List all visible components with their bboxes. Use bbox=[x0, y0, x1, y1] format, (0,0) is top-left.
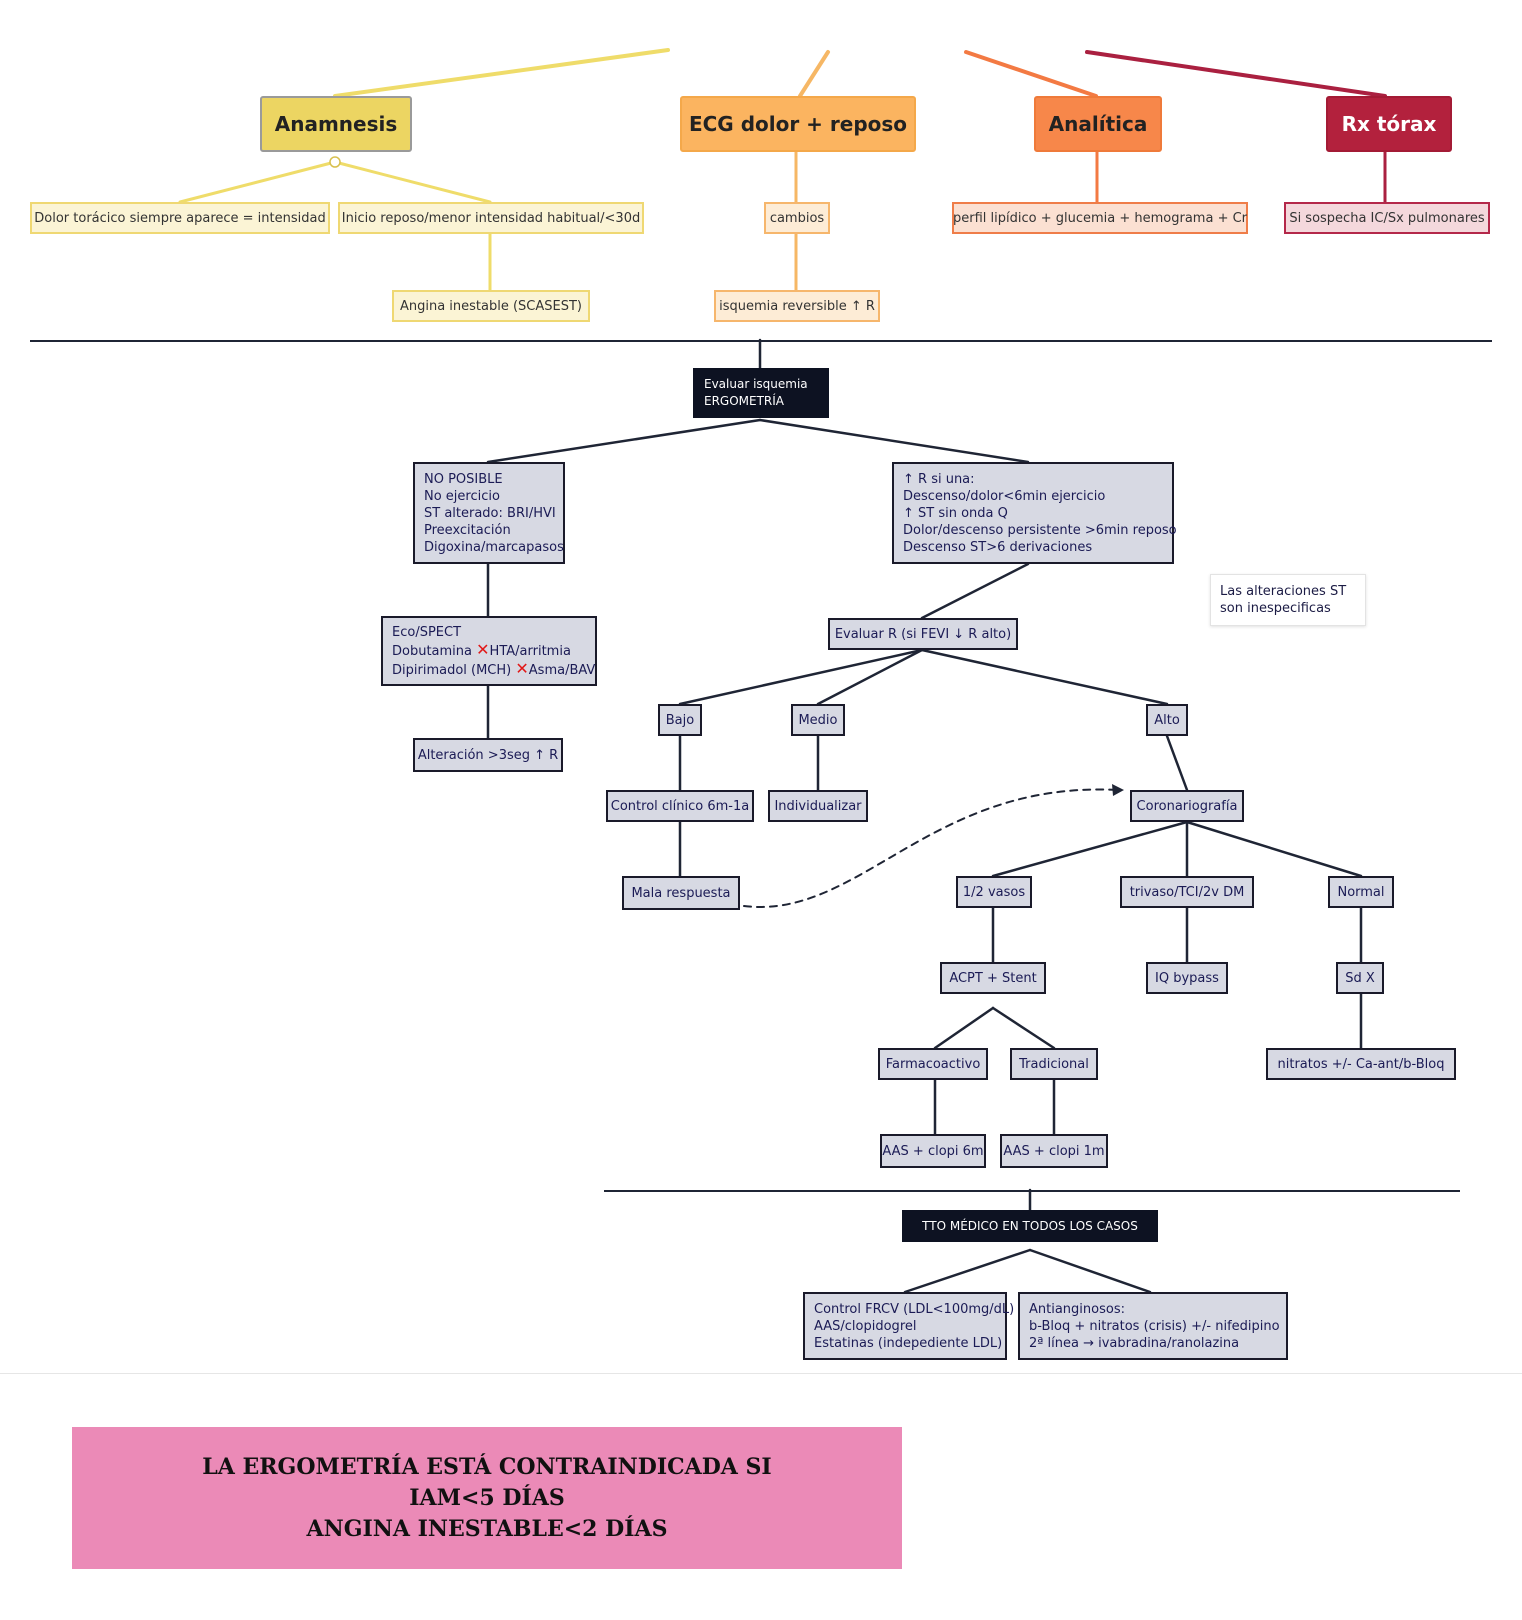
trivaso-node[interactable]: trivaso/TCI/2v DM bbox=[1120, 876, 1254, 908]
aas-clopi-6m-node[interactable]: AAS + clopi 6m bbox=[880, 1134, 986, 1168]
divider-upper bbox=[30, 340, 1492, 342]
contraindication-x-icon: ✕ bbox=[515, 658, 529, 678]
nitratos-node[interactable]: nitratos +/- Ca-ant/b-Bloq bbox=[1266, 1048, 1456, 1080]
rx-title: Rx tórax bbox=[1341, 111, 1437, 136]
ecg-node[interactable]: ECG dolor + reposo bbox=[680, 96, 916, 152]
bajo-node[interactable]: Bajo bbox=[658, 704, 702, 736]
eco-spect-node[interactable]: Eco/SPECT Dobutamina ✕HTA/arritmia Dipir… bbox=[381, 616, 597, 686]
acpt-stent-node[interactable]: ACPT + Stent bbox=[940, 962, 1046, 994]
alto-riesgo-criterios-node[interactable]: ↑ R si una: Descenso/dolor<6min ejercici… bbox=[892, 462, 1177, 564]
rx-torax-node[interactable]: Rx tórax bbox=[1326, 96, 1452, 152]
angina-inestable-node[interactable]: Angina inestable (SCASEST) bbox=[392, 290, 590, 322]
tto-medico-header[interactable]: TTO MÉDICO EN TODOS LOS CASOS bbox=[902, 1210, 1158, 1242]
individualizar-node[interactable]: Individualizar bbox=[768, 790, 868, 822]
anamnesis-sub-left[interactable]: Dolor torácico siempre aparece = intensi… bbox=[30, 202, 330, 234]
branch-analitica bbox=[964, 50, 1098, 98]
vasos-node[interactable]: 1/2 vasos bbox=[956, 876, 1032, 908]
contraindication-warning: LA ERGOMETRÍA ESTÁ CONTRAINDICADA SI IAM… bbox=[72, 1427, 902, 1569]
ecg-cambios-node[interactable]: cambios bbox=[764, 202, 830, 234]
branch-anamnesis bbox=[333, 48, 670, 98]
perfil-lipidico-node[interactable]: perfil lipídico + glucemia + hemograma +… bbox=[952, 202, 1248, 234]
st-note: Las alteraciones ST son inespecificas bbox=[1210, 574, 1366, 626]
coronariografia-node[interactable]: Coronariografía bbox=[1130, 790, 1244, 822]
sospecha-ic-node[interactable]: Si sospecha IC/Sx pulmonares bbox=[1284, 202, 1490, 234]
divider-lower bbox=[604, 1190, 1460, 1192]
no-posible-node[interactable]: NO POSIBLE No ejercicio ST alterado: BRI… bbox=[413, 462, 565, 564]
page-separator bbox=[0, 1373, 1522, 1374]
isquemia-reversible-node[interactable]: isquemia reversible ↑ R bbox=[714, 290, 880, 322]
sd-x-node[interactable]: Sd X bbox=[1336, 962, 1384, 994]
iq-bypass-node[interactable]: IQ bypass bbox=[1146, 962, 1228, 994]
normal-node[interactable]: Normal bbox=[1328, 876, 1394, 908]
contraindication-x-icon: ✕ bbox=[476, 639, 490, 659]
evaluar-r-node[interactable]: Evaluar R (si FEVI ↓ R alto) bbox=[828, 618, 1018, 650]
branch-rx bbox=[1085, 50, 1387, 98]
mala-respuesta-node[interactable]: Mala respuesta bbox=[622, 876, 740, 910]
alto-node[interactable]: Alto bbox=[1146, 704, 1188, 736]
alteracion-node[interactable]: Alteración >3seg ↑ R bbox=[413, 738, 563, 772]
antianginosos-node[interactable]: Antianginosos: b-Bloq + nitratos (crisis… bbox=[1018, 1292, 1288, 1360]
control-frcv-node[interactable]: Control FRCV (LDL<100mg/dL) AAS/clopidog… bbox=[803, 1292, 1014, 1360]
branch-ecg bbox=[798, 50, 830, 98]
analitica-title: Analítica bbox=[1048, 111, 1148, 136]
anamnesis-node[interactable]: Anamnesis bbox=[260, 96, 412, 152]
farmacoactivo-node[interactable]: Farmacoactivo bbox=[878, 1048, 988, 1080]
tradicional-node[interactable]: Tradicional bbox=[1010, 1048, 1098, 1080]
medio-node[interactable]: Medio bbox=[791, 704, 845, 736]
ergometria-header[interactable]: Evaluar isquemia ERGOMETRÍA bbox=[693, 368, 829, 418]
anamnesis-sub-right[interactable]: Inicio reposo/menor intensidad habitual/… bbox=[338, 202, 644, 234]
ecg-title: ECG dolor + reposo bbox=[688, 111, 908, 136]
anamnesis-title: Anamnesis bbox=[274, 111, 398, 136]
aas-clopi-1m-node[interactable]: AAS + clopi 1m bbox=[1000, 1134, 1108, 1168]
dashed-arrow bbox=[743, 788, 1119, 908]
analitica-node[interactable]: Analítica bbox=[1034, 96, 1162, 152]
control-clinico-node[interactable]: Control clínico 6m-1a bbox=[606, 790, 754, 822]
